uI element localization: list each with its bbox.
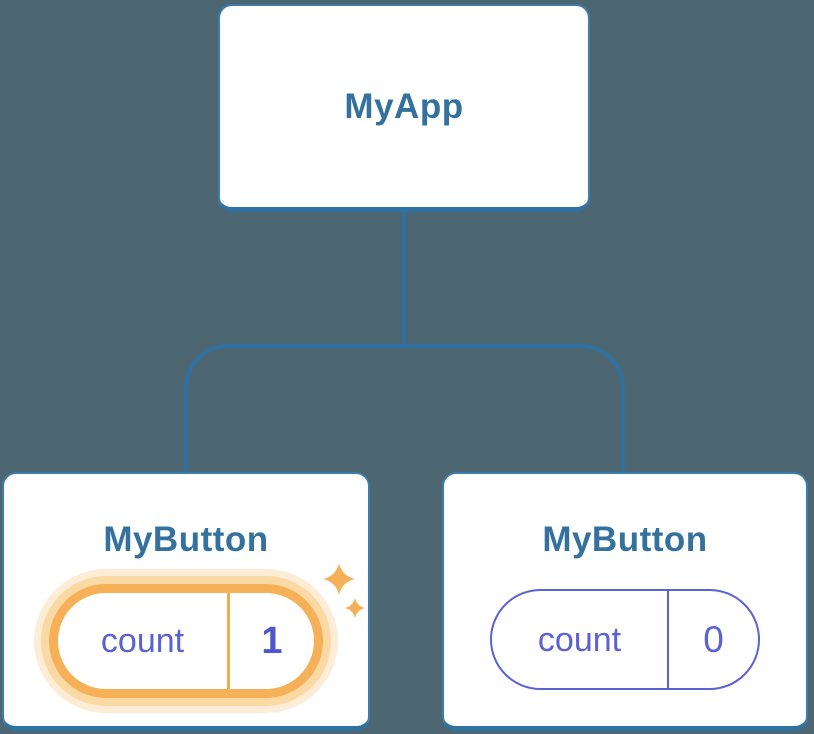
node-myapp: MyApp [218,4,590,212]
connector-branch [184,344,625,472]
state-value: 1 [227,593,314,689]
connector-trunk [402,211,406,348]
sparkle-icon [323,563,365,618]
node-myapp-label: MyApp [344,87,464,126]
state-key: count [537,620,622,659]
node-mybutton-left: MyButton count 1 [2,472,370,731]
state-key: count [100,622,185,660]
state-pill-plain: count 0 [490,589,760,690]
state-pill-highlighted: count 1 [49,584,323,698]
node-mybutton-right-label: MyButton [542,520,708,559]
node-mybutton-right: MyButton count 0 [442,472,808,731]
node-mybutton-left-label: MyButton [103,520,269,559]
state-value: 0 [667,591,758,688]
